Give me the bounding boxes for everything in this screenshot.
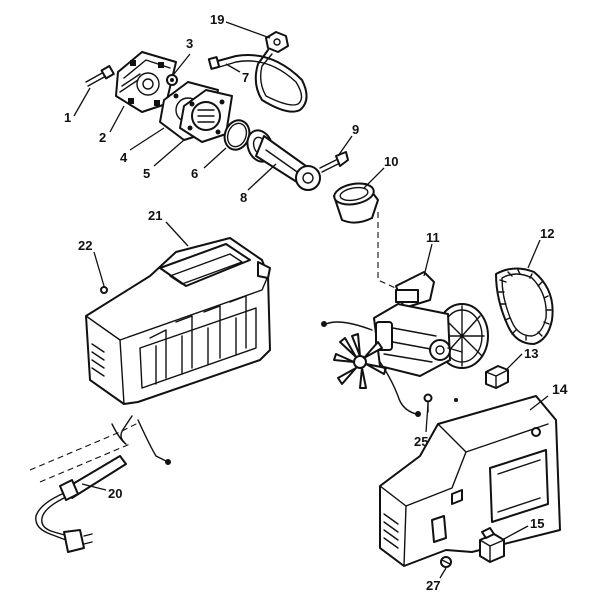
callout-21: 21 [148,208,162,223]
part-15-switch [479,527,505,563]
part-19-fitting [265,31,289,53]
part-27-screw [440,556,452,568]
callout-6: 6 [191,166,198,181]
callout-1: 1 [64,110,71,125]
part-10-cylinder-sleeve [333,182,379,224]
callout-20: 20 [108,486,122,501]
part-7-tube [207,49,308,113]
callout-labels: 1 2 3 4 5 6 7 8 9 10 11 12 13 14 15 19 2… [64,12,568,593]
callout-25: 25 [414,434,428,449]
callout-12: 12 [540,226,554,241]
callout-13: 13 [524,346,538,361]
part-5-valve-plate [179,89,233,143]
assembly-guide-line [377,212,405,293]
part-14-front-shroud [379,395,561,567]
part-21-rear-shroud [85,237,271,405]
locator-dot [454,398,458,402]
callout-3: 3 [186,36,193,51]
part-9-screw [319,151,349,173]
part-22-screw [100,286,108,294]
callout-15: 15 [530,516,544,531]
part-3-nut [166,74,178,86]
callout-22: 22 [78,238,92,253]
callout-9: 9 [352,122,359,137]
callout-27: 27 [426,578,440,593]
callout-11: 11 [426,230,440,245]
callout-7: 7 [242,70,249,85]
part-1-screw [85,65,115,87]
callout-4: 4 [120,150,128,165]
part-12-belt [495,267,554,345]
callout-14: 14 [552,381,568,397]
part-11-motor-assembly [321,271,489,417]
part-8-connecting-rod [246,129,321,191]
callout-8: 8 [240,190,247,205]
leader-lines [73,21,549,579]
callout-19: 19 [210,12,224,27]
callout-2: 2 [99,130,106,145]
callout-5: 5 [143,166,150,181]
callout-10: 10 [384,154,398,169]
part-13-pad [485,365,509,389]
part-20-power-cord [29,415,171,553]
